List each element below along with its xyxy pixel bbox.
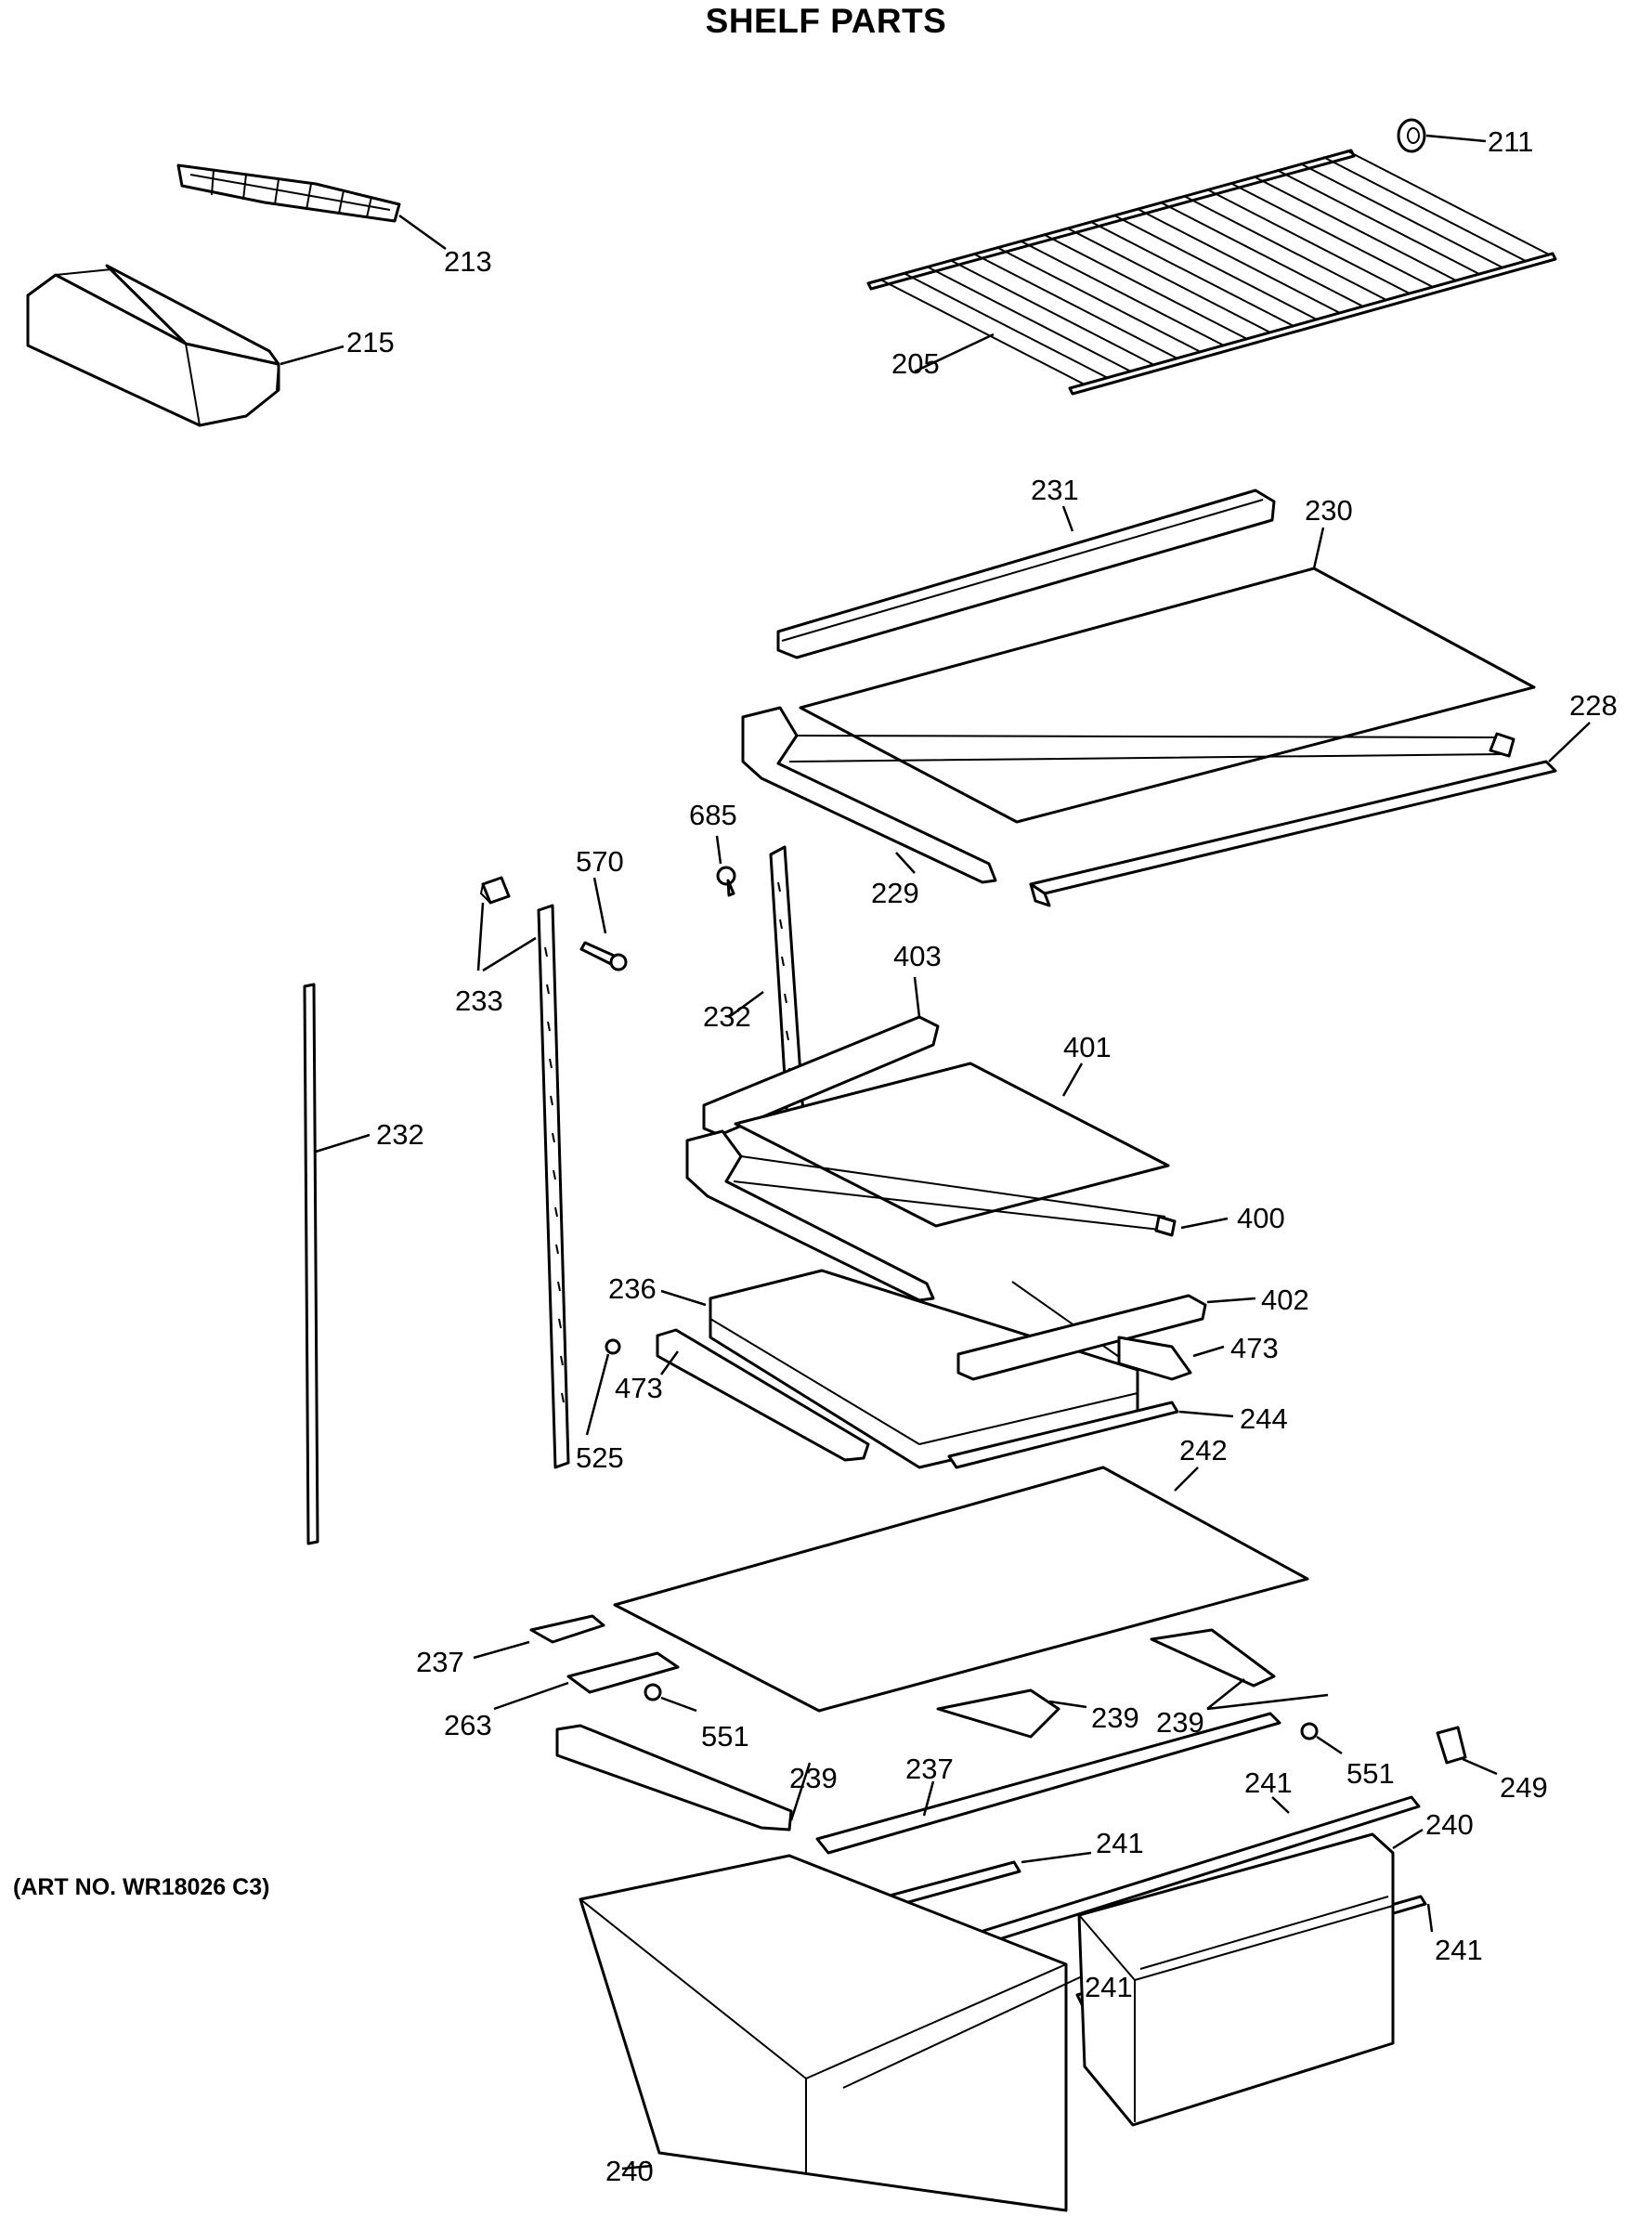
callout-403: 403 [893,940,942,972]
callout-236: 236 [608,1272,657,1305]
part-551-screw-right [1300,1722,1343,1755]
art-number: (ART NO. WR18026 C3) [13,1874,270,1900]
callout-685: 685 [689,799,737,831]
callout-237-upper: 237 [416,1646,464,1678]
callout-232-center: 232 [703,1000,751,1033]
part-211-end-cap [1397,118,1487,153]
callout-525: 525 [576,1441,624,1474]
callout-249: 249 [1500,1771,1548,1804]
part-240-right-drawer [1077,1828,1424,2127]
callout-241-bottom: 241 [1085,1971,1133,2003]
part-685-screw [715,835,736,897]
callout-229: 229 [871,877,919,909]
callout-400: 400 [1237,1202,1285,1234]
callout-231: 231 [1031,474,1079,506]
part-237-upper-support [473,1614,605,1660]
part-239-brackets [555,1628,1329,1831]
part-402-shelf-trim [956,1294,1256,1381]
part-237-lower-support [815,1712,1281,1855]
callout-551-right: 551 [1346,1757,1395,1790]
part-228-rear-trim [1029,722,1591,907]
callout-239-right: 239 [1156,1706,1204,1739]
callout-labels: 211 213 215 205 231 230 228 229 685 570 … [346,125,1618,2187]
callout-240-right: 240 [1425,1808,1474,1841]
part-230-glass-shelf [799,527,1536,824]
part-233-clips [476,876,537,972]
callout-205: 205 [891,347,940,380]
callout-228: 228 [1569,689,1618,722]
callout-551-left: 551 [701,1720,749,1753]
callout-230: 230 [1305,494,1353,527]
callout-401: 401 [1063,1031,1112,1063]
callout-239-center: 239 [1091,1701,1139,1734]
part-244-trim [947,1401,1234,1469]
callout-402: 402 [1261,1284,1309,1316]
callout-570: 570 [576,845,624,878]
part-240-left-drawer [579,1854,1095,2212]
part-231-shelf-trim [776,489,1276,659]
callout-241-right: 241 [1435,1934,1483,1966]
part-473-side-rails [656,1328,1225,1462]
callout-237-lower: 237 [905,1753,954,1785]
part-242-crisper-cover [613,1466,1309,1713]
part-551-screw-left [644,1683,697,1713]
part-232-center-rail [537,904,570,1469]
part-570-screw [579,877,628,971]
part-401-glass-shelf [734,1062,1170,1228]
callout-263: 263 [444,1709,492,1741]
part-249-part [1436,1726,1498,1776]
callout-473-left: 473 [615,1372,663,1404]
part-263-support [493,1651,680,1711]
callout-473-right: 473 [1230,1332,1279,1364]
callout-211: 211 [1488,125,1533,158]
callout-240-left: 240 [605,2155,654,2187]
callout-213: 213 [444,245,492,278]
part-213-ice-tray [176,163,447,251]
callout-232-left: 232 [376,1118,424,1151]
part-229-shelf-frame [741,706,1515,884]
part-400-shelf-frame [685,1129,1229,1302]
callout-241-upper: 241 [1244,1766,1293,1799]
part-525-screw [585,1338,621,1436]
callout-241-middle: 241 [1096,1827,1144,1859]
callout-215: 215 [346,326,395,358]
callout-244: 244 [1240,1402,1288,1435]
callout-233: 233 [455,984,503,1017]
page-title: SHELF PARTS [705,2,947,40]
callout-239-left: 239 [789,1762,838,1794]
part-232-left-rail [303,983,371,1545]
part-205-wire-shelf [866,149,1557,396]
part-215-bin [26,264,345,427]
part-403-shelf-trim [702,976,940,1137]
callout-242: 242 [1179,1434,1228,1466]
